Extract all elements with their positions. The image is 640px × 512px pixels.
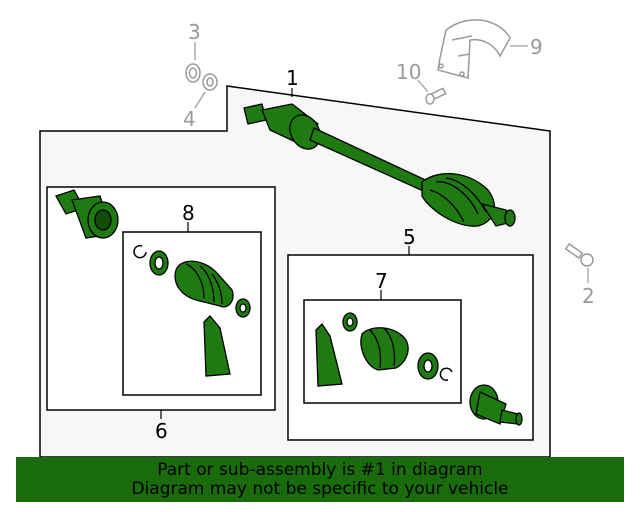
callout-10: 10 [396, 60, 421, 84]
washer-icon [202, 73, 218, 91]
small-clamp-icon [235, 298, 251, 318]
callout-5: 5 [403, 225, 416, 249]
axle-shaft-icon [243, 103, 516, 227]
callout-1: 1 [286, 66, 299, 90]
heat-shield-icon [437, 19, 511, 79]
callout-2: 2 [582, 284, 595, 308]
callout-6: 6 [155, 419, 168, 443]
clamp-ring-2-icon [417, 352, 439, 380]
boot-2-icon [360, 327, 409, 371]
info-banner: Part or sub-assembly is #1 in diagram Di… [16, 457, 624, 502]
outer-joint-icon [469, 384, 523, 426]
banner-line-2: Diagram may not be specific to your vehi… [131, 479, 509, 499]
callout-8: 8 [182, 201, 195, 225]
grease-packet-2-icon [315, 322, 343, 387]
grease-packet-icon [203, 315, 231, 377]
callout-9: 9 [530, 35, 543, 59]
nut-icon [185, 63, 201, 83]
inner-joint-housing-icon [55, 189, 119, 239]
banner-line-1: Part or sub-assembly is #1 in diagram [157, 460, 483, 480]
callout-4: 4 [183, 107, 196, 131]
callout-3: 3 [188, 20, 201, 44]
bolt-2-icon [564, 242, 594, 267]
clamp-ring-icon [149, 250, 169, 276]
bolt-icon [425, 87, 447, 105]
callout-7: 7 [375, 269, 388, 293]
clip-ring-icon [133, 244, 147, 259]
boot-icon [174, 260, 234, 308]
gray-leader-lines [194, 42, 589, 283]
small-clamp-2-icon [342, 312, 358, 332]
leader-lines [160, 88, 410, 419]
clip-ring-2-icon [439, 367, 453, 381]
